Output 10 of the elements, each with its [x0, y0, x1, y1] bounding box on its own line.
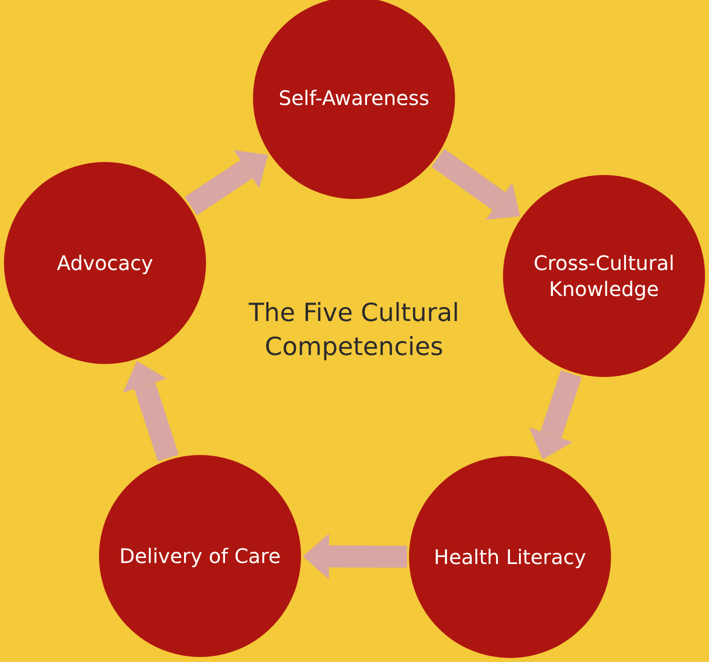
- node-label: Advocacy: [56, 250, 154, 276]
- node-label: Cross-Cultural Knowledge: [532, 250, 676, 302]
- node-label: Self-Awareness: [278, 85, 430, 111]
- diagram-title: The Five Cultural Competencies: [248, 297, 460, 363]
- block-arrow: [122, 360, 179, 462]
- block-arrow: [432, 148, 520, 220]
- node-label: Health Literacy: [434, 544, 586, 570]
- block-arrow: [529, 370, 582, 460]
- node-label: Delivery of Care: [119, 543, 281, 569]
- block-arrow: [303, 533, 408, 580]
